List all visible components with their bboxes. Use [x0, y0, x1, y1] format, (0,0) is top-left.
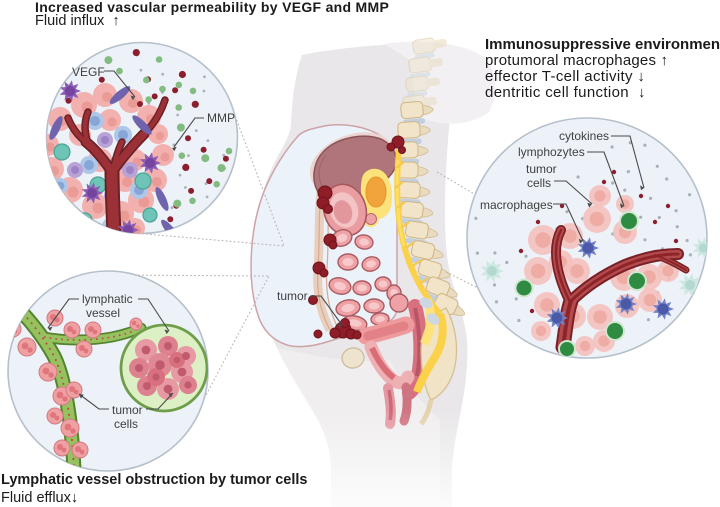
- svg-text:vessel: vessel: [86, 306, 120, 320]
- svg-text:macrophages: macrophages: [480, 198, 553, 212]
- svg-text:MMP: MMP: [207, 111, 235, 125]
- svg-text:tumor: tumor: [112, 403, 143, 417]
- svg-text:cells: cells: [527, 176, 551, 190]
- svg-text:tumor: tumor: [277, 289, 308, 303]
- svg-text:lymphatic: lymphatic: [82, 292, 133, 306]
- svg-text:cytokines: cytokines: [559, 129, 609, 143]
- svg-text:tumor: tumor: [526, 162, 557, 176]
- svg-text:cells: cells: [114, 417, 138, 431]
- svg-text:VEGF: VEGF: [72, 65, 105, 79]
- svg-text:lymphozytes: lymphozytes: [518, 145, 585, 159]
